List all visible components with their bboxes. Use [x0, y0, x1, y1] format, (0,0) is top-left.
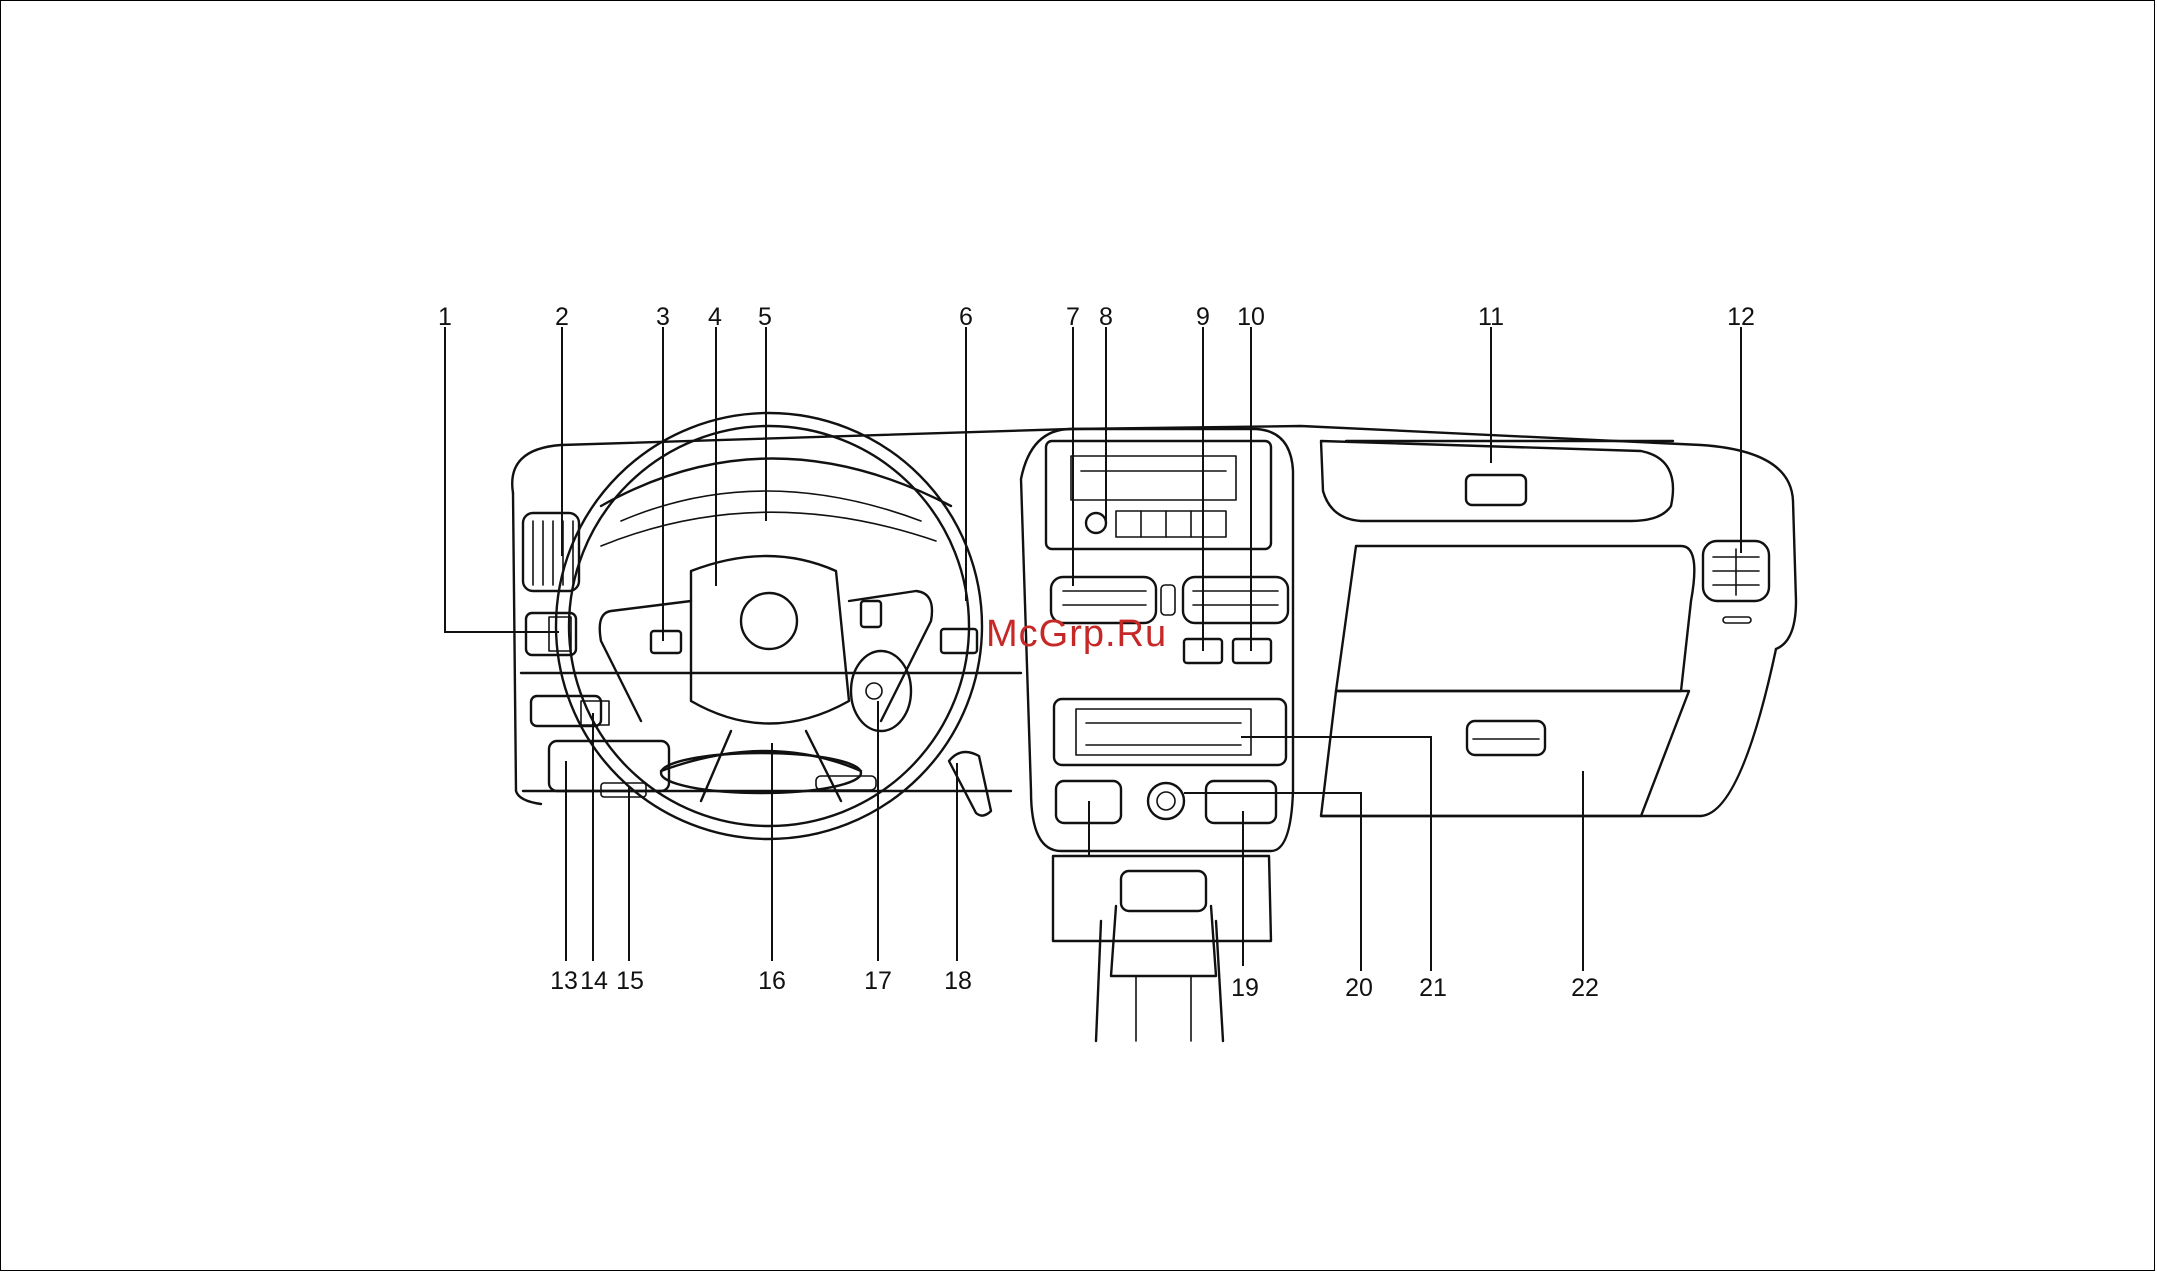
callout-6: 6 — [959, 303, 973, 331]
callout-22: 22 — [1571, 974, 1599, 1002]
callout-18: 18 — [944, 967, 972, 995]
callout-13: 13 — [550, 967, 578, 995]
watermark-text: McGrp.Ru — [986, 613, 1167, 656]
callout-16: 16 — [758, 967, 786, 995]
callout-1: 1 — [438, 303, 452, 331]
callout-7: 7 — [1066, 303, 1080, 331]
callout-17: 17 — [864, 967, 892, 995]
left-side-vent — [523, 513, 579, 591]
passenger-side — [1321, 441, 1769, 816]
callout-8: 8 — [1099, 303, 1113, 331]
callout-10: 10 — [1237, 303, 1265, 331]
callout-11: 11 — [1478, 303, 1504, 331]
center-console — [1021, 429, 1293, 1041]
callout-19: 19 — [1231, 974, 1259, 1002]
left-switch-panel — [526, 613, 669, 791]
callout-4: 4 — [708, 303, 722, 331]
steering-wheel — [556, 413, 982, 839]
callout-2: 2 — [555, 303, 569, 331]
callout-15: 15 — [616, 967, 644, 995]
callout-14: 14 — [580, 967, 608, 995]
callout-5: 5 — [758, 303, 772, 331]
callout-12: 12 — [1727, 303, 1755, 331]
callout-3: 3 — [656, 303, 670, 331]
callout-20: 20 — [1345, 974, 1373, 1002]
callout-21: 21 — [1419, 974, 1447, 1002]
callout-9: 9 — [1196, 303, 1210, 331]
